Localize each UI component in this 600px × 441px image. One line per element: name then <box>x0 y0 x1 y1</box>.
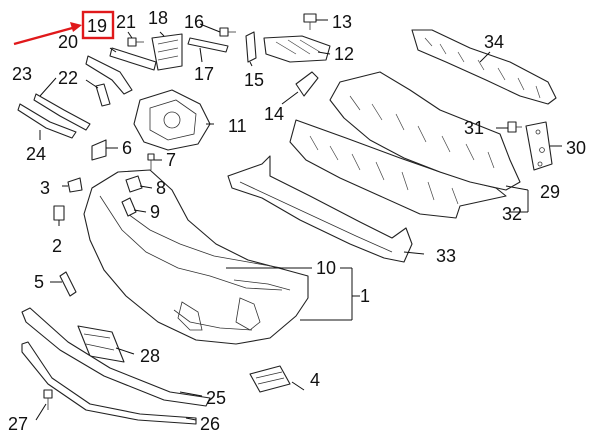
part-16-screw[interactable] <box>219 27 236 37</box>
leader-lines <box>35 19 562 421</box>
part-6-clip[interactable] <box>91 139 107 161</box>
part-30-mount-plate[interactable] <box>525 121 553 171</box>
part-2-retainer[interactable] <box>53 205 65 221</box>
part-11-fog-light[interactable] <box>133 89 211 151</box>
part-15-bracket[interactable] <box>245 31 257 63</box>
callout-14[interactable]: 14 <box>264 104 284 124</box>
part-19-trim-strip[interactable] <box>109 47 157 71</box>
callout-12[interactable]: 12 <box>334 44 354 64</box>
callout-30[interactable]: 30 <box>566 138 586 158</box>
part-14-bracket[interactable] <box>295 71 319 97</box>
part-20-trim[interactable] <box>85 55 133 95</box>
part-7-pin[interactable] <box>147 153 155 170</box>
part-12-grille[interactable] <box>263 35 331 63</box>
callout-33[interactable]: 33 <box>436 246 456 266</box>
part-23-side-trim[interactable] <box>33 93 91 131</box>
callout-1[interactable]: 1 <box>360 286 370 306</box>
callout-19[interactable]: 19 <box>87 16 107 36</box>
callout-17[interactable]: 17 <box>194 64 214 84</box>
part-21-clip[interactable] <box>127 37 144 47</box>
callout-8[interactable]: 8 <box>156 178 166 198</box>
part-33-lower-bar[interactable] <box>227 155 413 263</box>
part-26-lower-trim[interactable] <box>21 341 197 425</box>
callout-21[interactable]: 21 <box>116 12 136 32</box>
part-27-screw[interactable] <box>43 389 53 410</box>
part-18-grille-insert[interactable] <box>151 33 183 71</box>
callout-18[interactable]: 18 <box>148 8 168 28</box>
callout-34[interactable]: 34 <box>484 32 504 52</box>
part-28-plate-bracket[interactable] <box>77 325 125 363</box>
callout-22[interactable]: 22 <box>58 68 78 88</box>
callout-4[interactable]: 4 <box>310 370 320 390</box>
callout-11[interactable]: 11 <box>228 116 247 136</box>
callout-2[interactable]: 2 <box>52 236 62 256</box>
callout-31[interactable]: 31 <box>464 118 484 138</box>
callout-15[interactable]: 15 <box>244 70 264 90</box>
callout-7[interactable]: 7 <box>166 150 176 170</box>
callout-numbers: 1 2 3 4 5 6 7 8 9 10 11 12 13 14 15 16 1… <box>8 8 586 434</box>
part-9-clip[interactable] <box>121 197 137 217</box>
callout-13[interactable]: 13 <box>332 12 352 32</box>
part-4-label[interactable] <box>249 365 291 393</box>
callout-23[interactable]: 23 <box>12 64 32 84</box>
callout-16[interactable]: 16 <box>184 12 204 32</box>
part-29-bumper-support[interactable] <box>329 71 521 191</box>
part-22-bracket[interactable] <box>95 83 111 107</box>
callout-24[interactable]: 24 <box>26 144 46 164</box>
callout-28[interactable]: 28 <box>140 346 160 366</box>
part-8-clip[interactable] <box>125 175 143 193</box>
callout-20[interactable]: 20 <box>58 32 78 52</box>
callout-27[interactable]: 27 <box>8 414 28 434</box>
part-25-spoiler[interactable] <box>21 307 211 407</box>
callout-10[interactable]: 10 <box>316 258 336 278</box>
callout-9[interactable]: 9 <box>150 202 160 222</box>
part-5-bracket[interactable] <box>59 271 77 297</box>
callout-3[interactable]: 3 <box>40 178 50 198</box>
part-24-side-trim[interactable] <box>17 103 77 139</box>
highlight-marker <box>13 10 115 46</box>
part-3-clip[interactable] <box>67 177 83 193</box>
part-31-bolt[interactable] <box>507 121 522 133</box>
part-34-reinforcement-bar[interactable] <box>411 29 557 105</box>
part-32-energy-absorber[interactable] <box>289 119 507 219</box>
callout-26[interactable]: 26 <box>200 414 220 434</box>
part-1-bumper-cover[interactable] <box>83 169 309 345</box>
callout-29[interactable]: 29 <box>540 182 560 202</box>
callout-5[interactable]: 5 <box>34 272 44 292</box>
callout-32[interactable]: 32 <box>502 204 522 224</box>
callout-25[interactable]: 25 <box>206 388 226 408</box>
callout-6[interactable]: 6 <box>122 138 132 158</box>
part-13-clip[interactable] <box>303 13 317 30</box>
part-17-strip[interactable] <box>187 37 229 53</box>
